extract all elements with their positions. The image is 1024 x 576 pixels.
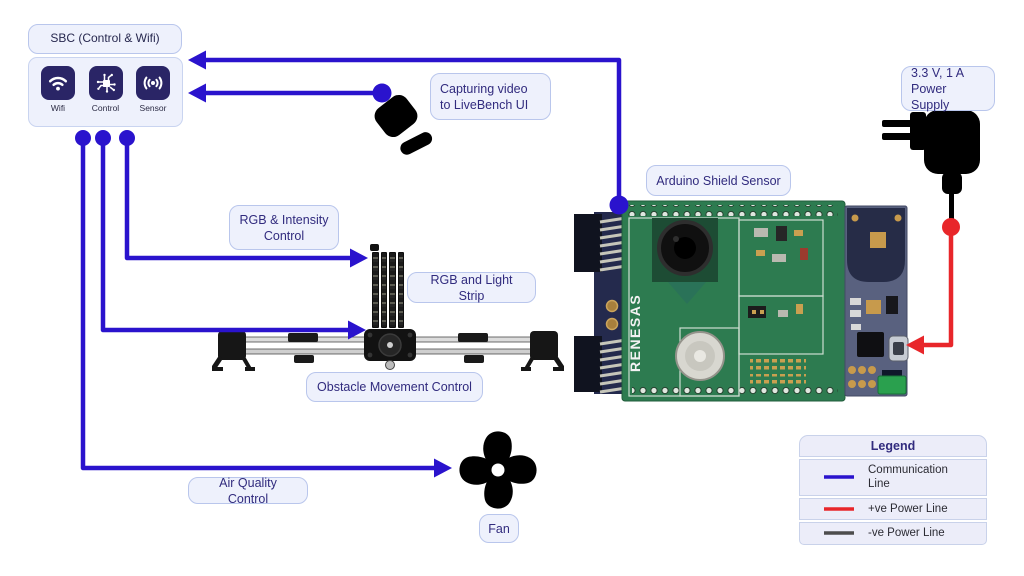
legend-row-communication: Communication Line [799,459,987,496]
sbc-dot-control [95,130,111,146]
smd-components [748,226,808,386]
legend-label-communication: Communication Line [868,464,948,491]
psu-label: 3.3 V, 1 A Power Supply [911,65,964,112]
wifi-label: Wifi [50,103,66,113]
sensor-signal-icon [136,66,170,100]
negative-power-line-swatch [824,531,854,536]
fan-label-box: Fan [479,514,519,543]
power-adapter-icon [882,110,980,228]
legend-label-negative: -ve Power Line [868,527,945,540]
sbc-sensor-module: Sensor [131,66,175,126]
legend-title: Legend [799,435,987,457]
control-label: Control [91,103,120,113]
sensor-label: Sensor [139,103,167,113]
sbc-wifi-module: Wifi [36,66,80,126]
legend-row-positive: +ve Power Line [799,497,987,521]
arrowhead-into-sbc-top [188,50,206,70]
arduino-shield-board: RENESAS [574,200,909,402]
arduino-label: Arduino Shield Sensor [656,173,781,188]
communication-line-swatch [824,475,854,480]
wifi-icon [41,66,75,100]
terminal-block [877,375,907,395]
mcu-chip [857,332,884,357]
pin-row-top [628,205,838,216]
control-chip-icon [88,66,123,100]
sbc-dot-sensor [119,130,135,146]
air-quality-label-box: Air Quality Control [188,475,308,506]
fan-icon [459,431,537,509]
fan-label: Fan [488,521,510,536]
psu-to-usb-line [922,228,954,348]
slider-rail [212,329,564,371]
pin-row-bottom [632,385,838,396]
legend: Legend Communication Line +ve Power Line… [799,435,987,545]
obstacle-label-box: Obstacle Movement Control [306,372,483,402]
rgb-strip-label-box: RGB and Light Strip [407,272,536,303]
rgb-intensity-label: RGB & Intensity Control [239,212,329,243]
legend-label-positive: +ve Power Line [868,502,948,515]
rgb-light-strip [370,244,405,330]
capturing-video-label-box: Capturing video to LiveBench UI [430,73,551,120]
renesas-brand-text: RENESAS [627,294,643,372]
arrowhead-to-fan [434,458,452,478]
sbc-dot-wifi [75,130,91,146]
arrowhead-to-strip [350,248,368,268]
arduino-label-box: Arduino Shield Sensor [646,165,791,196]
rgb-intensity-label-box: RGB & Intensity Control [229,205,339,250]
sbc-panel: Wifi Control [28,57,183,127]
obstacle-label: Obstacle Movement Control [317,380,472,394]
positive-power-line-swatch [824,507,854,511]
capturing-video-label: Capturing video to LiveBench UI [440,81,529,112]
air-quality-label: Air Quality Control [219,475,277,506]
strip-connector [370,244,379,251]
sbc-title-box: SBC (Control & Wifi) [28,24,182,54]
sbc-title: SBC (Control & Wifi) [50,31,160,46]
rgb-strip-label: RGB and Light Strip [430,272,513,303]
sbc-control-module: Control [84,66,128,126]
legend-row-negative: -ve Power Line [799,522,987,545]
arrowhead-into-sbc-camera [188,83,206,103]
power-cord [949,192,954,228]
psu-label-box: 3.3 V, 1 A Power Supply [901,65,995,112]
